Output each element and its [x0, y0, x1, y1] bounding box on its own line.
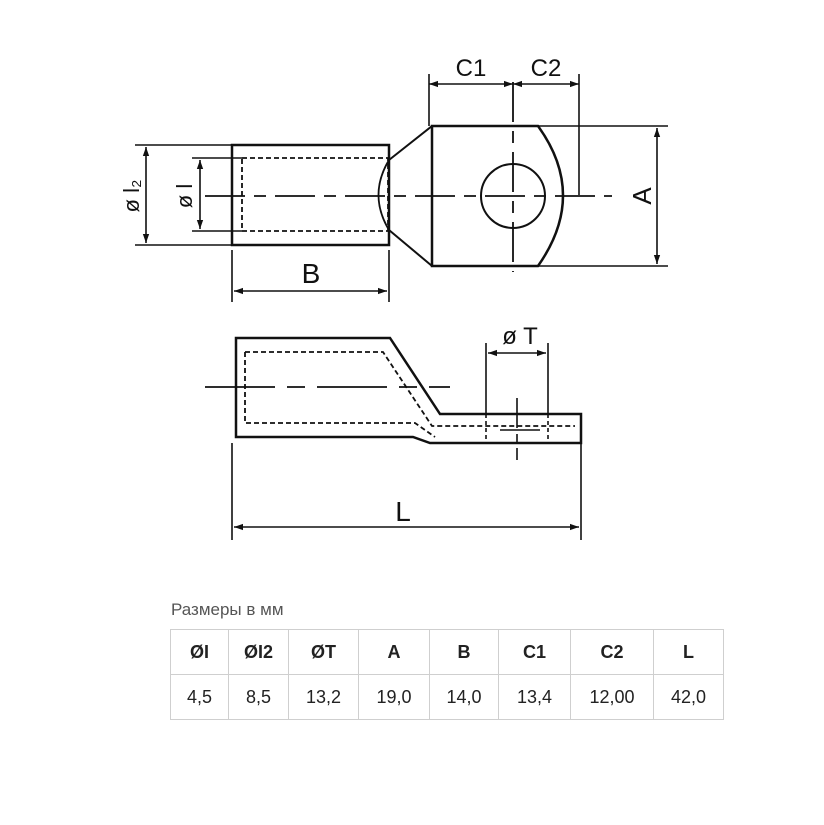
value-cell-dt: 13,2 — [288, 674, 359, 720]
value-cell-c1: 13,4 — [498, 674, 571, 720]
top-view-dimensions — [135, 74, 668, 302]
header-cell-l: L — [653, 629, 724, 675]
header-cell-c2: C2 — [570, 629, 654, 675]
header-cell-a: A — [358, 629, 430, 675]
value-cell-c2: 12,00 — [570, 674, 654, 720]
value-cell-l: 42,0 — [653, 674, 724, 720]
header-cell-c1: C1 — [498, 629, 571, 675]
header-cell-dl2: ØI2 — [228, 629, 289, 675]
cable-lug-technical-drawing: C1 C2 A B ø l₂ ø l ø T L — [119, 55, 668, 540]
dim-label-l2: ø l₂ — [119, 180, 144, 213]
dim-label-l-inner: ø l — [172, 184, 197, 208]
dim-label-c2: C2 — [531, 55, 562, 82]
value-cell-dl: 4,5 — [170, 674, 229, 720]
table-header-row: ØI ØI2 ØT A B C1 C2 L — [170, 629, 724, 675]
table-row: 4,5 8,5 13,2 19,0 14,0 13,4 12,00 42,0 — [170, 674, 724, 720]
side-view-dimensions — [231, 343, 582, 540]
value-cell-dl2: 8,5 — [228, 674, 289, 720]
dim-label-t: ø T — [502, 323, 538, 350]
header-cell-b: B — [429, 629, 499, 675]
header-cell-dl: ØI — [170, 629, 229, 675]
dim-label-b: B — [302, 258, 321, 289]
value-cell-b: 14,0 — [429, 674, 499, 720]
side-view — [205, 336, 583, 460]
top-view — [205, 82, 612, 272]
value-cell-a: 19,0 — [358, 674, 430, 720]
dim-label-a: A — [627, 187, 657, 205]
dim-label-l: L — [395, 496, 411, 527]
dim-label-c1: C1 — [456, 55, 487, 82]
dimensions-table: ØI ØI2 ØT A B C1 C2 L 4,5 8,5 13,2 19,0 … — [170, 629, 724, 720]
table-caption: Размеры в мм — [171, 600, 284, 619]
header-cell-dt: ØT — [288, 629, 359, 675]
